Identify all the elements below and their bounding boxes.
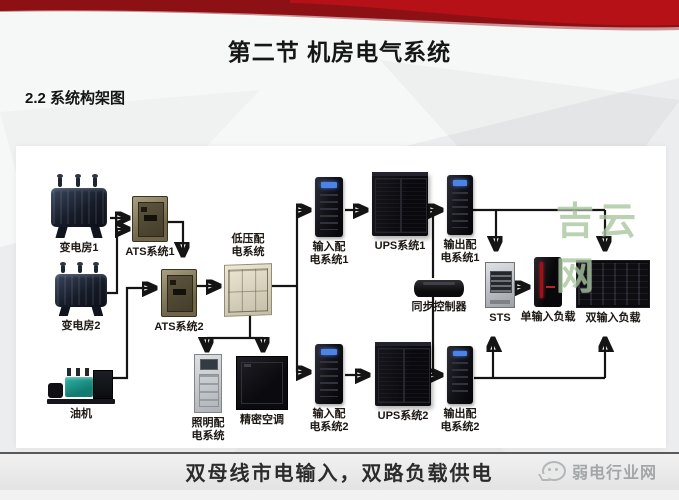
- node-sts: STS: [478, 262, 522, 325]
- node-precision-ac: 精密空调: [232, 356, 292, 427]
- node-label: ATS系统2: [154, 321, 204, 333]
- node-lv-distribution: 低压配电系统: [223, 233, 273, 317]
- watermark-jiyunwang: 吉云网: [556, 201, 641, 298]
- sts-unit-illustration: [485, 262, 515, 308]
- node-substation-2: 变电房2: [46, 262, 116, 333]
- node-sync-controller: 同步控制器: [400, 280, 478, 314]
- precision-ac-illustration: [236, 356, 288, 410]
- transformer-illustration: [50, 174, 108, 238]
- node-ups-2: UPS系统2: [371, 342, 435, 423]
- footer-bottom-strip: [0, 490, 679, 500]
- ups-cabinet-illustration: [375, 342, 431, 406]
- header-red-swoosh: [0, 0, 679, 31]
- power-distribution-tower-illustration: [447, 175, 473, 235]
- node-label: ATS系统1: [125, 246, 175, 258]
- chat-bubble-icon: [537, 461, 566, 481]
- node-input-distribution-1: 输入配电系统1: [301, 177, 357, 267]
- site-logo: 弱电行业网: [537, 459, 657, 483]
- node-label: UPS系统2: [377, 410, 429, 422]
- node-label: 低压配电系统: [231, 233, 265, 258]
- site-name: 弱电行业网: [571, 465, 657, 482]
- node-ats-1: ATS系统1: [121, 196, 179, 259]
- node-ats-2: ATS系统2: [150, 269, 208, 334]
- server-rack-row-illustration: [576, 260, 650, 308]
- power-distribution-tower-illustration: [447, 346, 473, 404]
- sync-controller-illustration: [414, 280, 464, 297]
- node-label: 同步控制器: [411, 301, 467, 313]
- node-dual-input-load: 双输入负载: [575, 260, 651, 325]
- node-substation-1: 变电房1: [44, 174, 114, 255]
- ats-cabinet-illustration: [161, 269, 197, 317]
- power-distribution-tower-illustration: [315, 344, 343, 404]
- node-output-distribution-2: 输出配电系统2: [434, 346, 486, 434]
- lv-distribution-cabinet-illustration: [224, 263, 272, 317]
- node-input-distribution-2: 输入配电系统2: [301, 344, 357, 434]
- slide-title: 第二节 机房电气系统: [227, 39, 452, 65]
- node-ups-1: UPS系统1: [368, 172, 432, 253]
- node-label: 输入配电系统2: [309, 408, 349, 433]
- ups-cabinet-illustration: [372, 172, 428, 236]
- node-label: 油机: [70, 408, 92, 420]
- node-lighting-distribution: 照明配电系统: [182, 354, 234, 443]
- node-label: 输出配电系统2: [440, 408, 480, 433]
- footer-caption: 双母线市电输入，双路负载供电: [185, 463, 494, 485]
- power-distribution-tower-illustration: [315, 177, 343, 237]
- transformer-illustration: [54, 262, 109, 316]
- node-label: 双输入负载: [585, 312, 641, 324]
- node-label: 输出配电系统1: [440, 239, 480, 264]
- node-label: STS: [489, 312, 511, 324]
- node-label: 变电房2: [61, 320, 101, 332]
- node-label: 照明配电系统: [191, 417, 225, 442]
- ats-cabinet-illustration: [132, 196, 168, 242]
- node-output-distribution-1: 输出配电系统1: [434, 175, 486, 265]
- section-subtitle: 2.2 系统构架图: [25, 90, 126, 107]
- server-tower-illustration: [534, 257, 562, 307]
- node-single-input-load: 单输入负载: [517, 257, 579, 324]
- node-label: 单输入负载: [520, 311, 576, 323]
- generator-illustration: [47, 366, 115, 404]
- node-label: 变电房1: [59, 242, 99, 254]
- node-label: UPS系统1: [374, 240, 426, 252]
- node-label: 输入配电系统1: [309, 241, 349, 266]
- node-generator: 油机: [43, 366, 119, 421]
- node-label: 精密空调: [240, 414, 284, 426]
- lighting-cabinet-illustration: [194, 354, 222, 413]
